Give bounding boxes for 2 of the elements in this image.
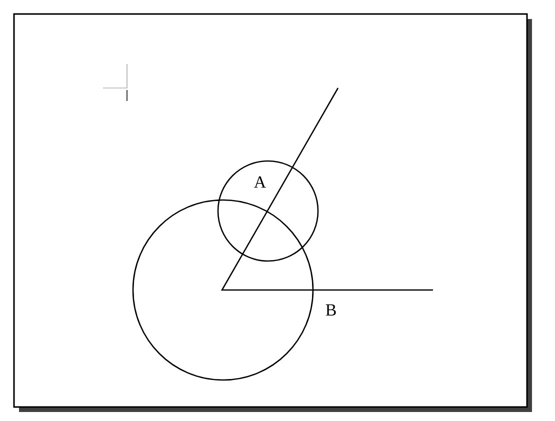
point-label: B [326, 304, 336, 316]
point-label: A [254, 176, 266, 188]
